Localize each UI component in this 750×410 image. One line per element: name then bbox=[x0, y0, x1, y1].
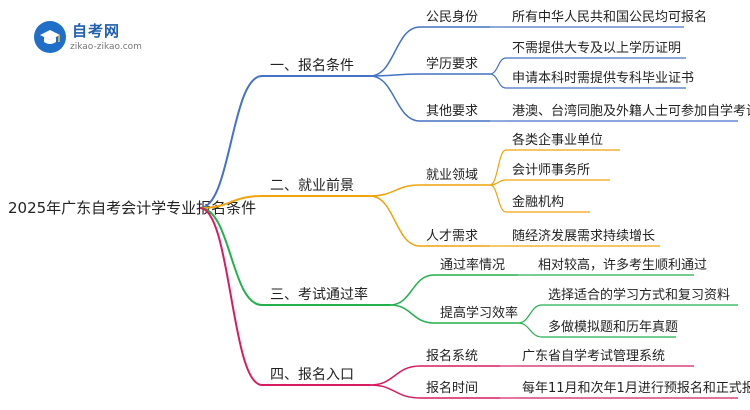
branch-label: 三、考试通过率 bbox=[270, 286, 368, 303]
leaf-label: 多做模拟题和历年真题 bbox=[548, 319, 678, 335]
leaf-label: 不需提供大专及以上学历证明 bbox=[512, 40, 681, 56]
logo-name: 自考网 bbox=[72, 22, 121, 40]
child-label: 通过率情况 bbox=[440, 257, 505, 273]
child-label: 学历要求 bbox=[426, 56, 478, 72]
branch-label: 二、就业前景 bbox=[270, 177, 354, 194]
child-label: 公民身份 bbox=[426, 9, 478, 25]
child-label: 其他要求 bbox=[426, 104, 478, 119]
child-connector bbox=[389, 304, 435, 324]
leaf-label: 会计师事务所 bbox=[512, 162, 590, 178]
leaf-connector bbox=[489, 149, 507, 186]
leaf-label: 广东省自学考试管理系统 bbox=[522, 348, 665, 364]
child-label: 就业领域 bbox=[426, 168, 478, 183]
leaf-label: 港澳、台湾同胞及外籍人士可参加自学考试 bbox=[512, 103, 750, 119]
child-label: 报名系统 bbox=[426, 348, 478, 364]
leaf-label: 所有中华人民共和国公民均可报名 bbox=[512, 9, 707, 25]
leaf-label: 选择适合的学习方式和复习资料 bbox=[548, 287, 730, 303]
leaf-label: 申请本科时需提供专科毕业证书 bbox=[512, 70, 694, 86]
leaf-connector bbox=[489, 184, 507, 213]
graduation-cap-icon bbox=[34, 21, 66, 53]
root-node: 2025年广东自考会计学专业报名条件 bbox=[8, 199, 256, 217]
child-label: 提高学习效率 bbox=[440, 305, 518, 321]
child-connector bbox=[369, 184, 421, 197]
child-connector bbox=[369, 75, 421, 122]
leaf-label: 相对较高，许多考生顺利通过 bbox=[538, 257, 707, 273]
leaf-label: 金融机构 bbox=[512, 194, 564, 210]
child-connector bbox=[369, 195, 421, 247]
leaf-label: 随经济发展需求持续增长 bbox=[512, 228, 655, 244]
branch-connector bbox=[199, 207, 263, 306]
branch-connector bbox=[199, 195, 263, 209]
child-label: 报名时间 bbox=[426, 380, 478, 396]
branch-connector bbox=[199, 207, 263, 386]
leaf-connector bbox=[489, 73, 507, 89]
branch-label: 一、报名条件 bbox=[270, 57, 354, 74]
leaf-label: 各类企事业单位 bbox=[512, 132, 603, 148]
child-label: 人才需求 bbox=[426, 229, 478, 244]
child-connector bbox=[369, 384, 421, 399]
logo-url: zikao-zikao.com bbox=[70, 42, 142, 52]
leaf-connector bbox=[517, 304, 543, 324]
child-connector bbox=[389, 274, 435, 306]
leaf-connector bbox=[489, 57, 507, 75]
child-connector bbox=[369, 365, 421, 386]
child-connector bbox=[369, 26, 421, 77]
leaf-connector bbox=[517, 322, 543, 338]
child-connector bbox=[369, 73, 421, 77]
site-logo: 自考网 zikao-zikao.com bbox=[32, 20, 172, 60]
branch-connector bbox=[199, 75, 263, 209]
branch-label: 四、报名入口 bbox=[270, 367, 354, 383]
leaf-label: 每年11月和次年1月进行预报名和正式报名 bbox=[522, 380, 750, 396]
